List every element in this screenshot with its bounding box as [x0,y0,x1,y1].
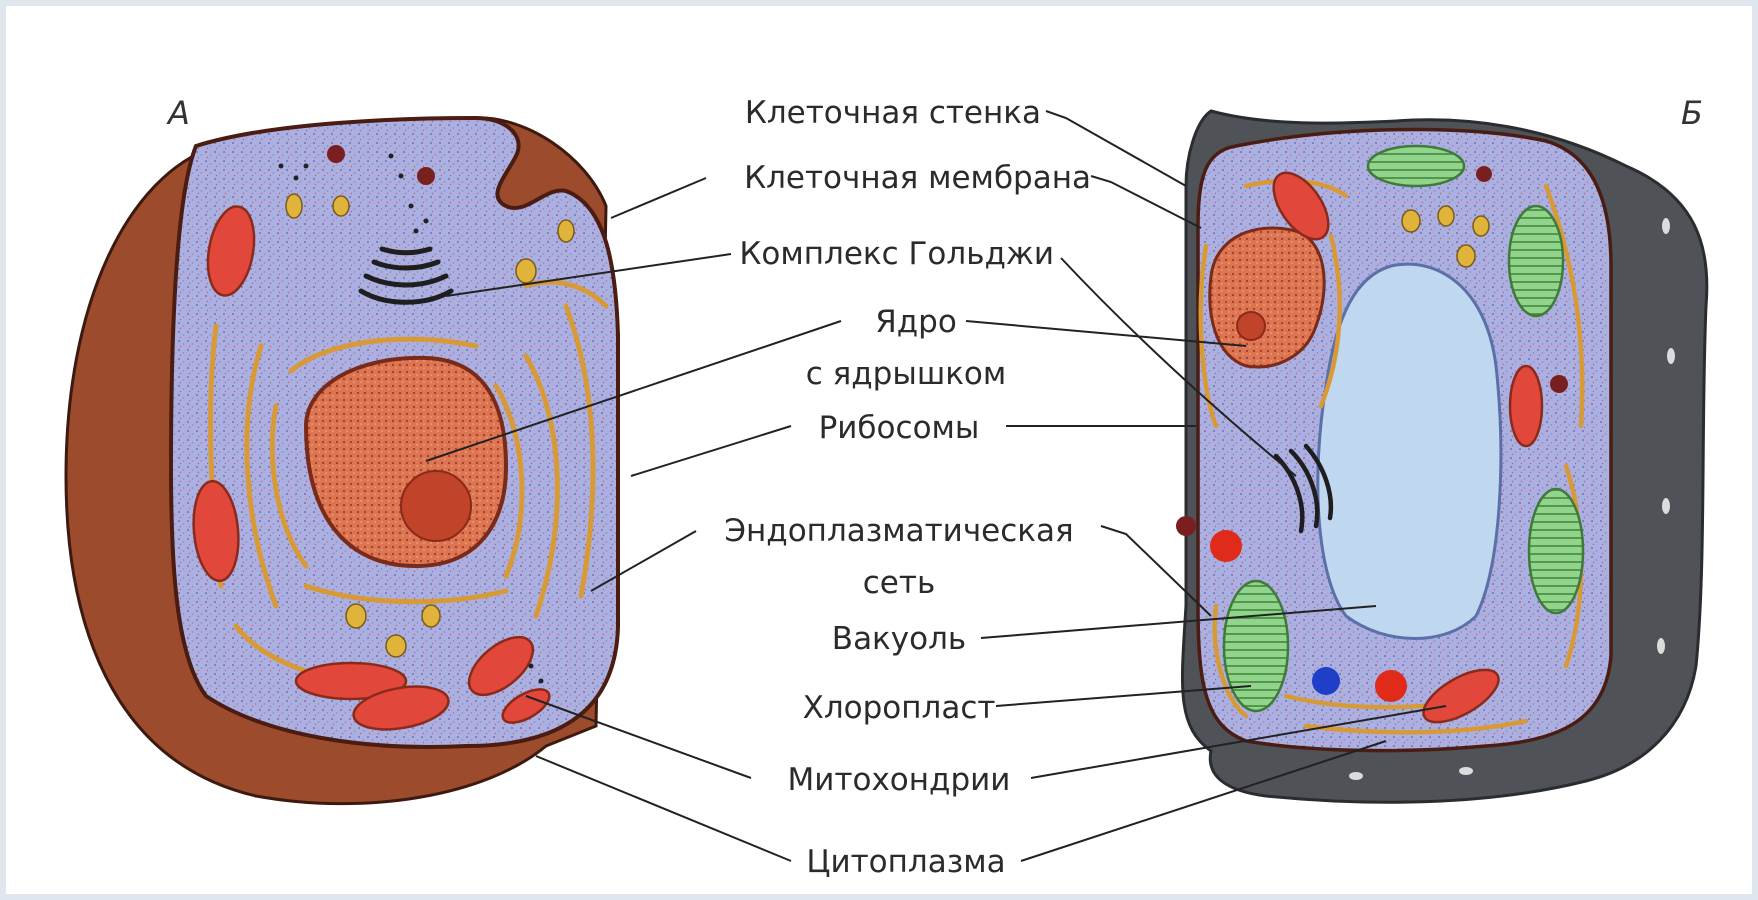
label-chloroplast: Хлоропласт [803,690,996,726]
plant-vacuole [1318,264,1501,638]
label-er-line2: сеть [863,565,935,601]
leader-cell-membrane-animal [611,178,706,218]
cell-diagram: А Б Клеточная стенка Клеточная мембрана … [6,6,1752,894]
label-cell-wall: Клеточная стенка [745,95,1041,131]
label-cytoplasm: Цитоплазма [806,844,1005,880]
panel-letter-animal: А [166,94,190,132]
panel-letter-plant: Б [1681,94,1703,132]
label-cell-membrane: Клеточная мембрана [744,160,1091,196]
animal-cell [66,118,618,804]
label-nucleus-line2: с ядрышком [806,356,1007,392]
label-vacuole: Вакуоль [832,621,966,657]
label-er-line1: Эндоплазматическая [724,513,1073,549]
leader-ribosomes-animal [631,426,791,476]
plant-nucleolus [1237,312,1265,340]
diagram-frame: А Б Клеточная стенка Клеточная мембрана … [6,6,1752,894]
plant-cell [1176,111,1707,802]
label-golgi: Комплекс Гольджи [739,236,1054,272]
label-ribosomes: Рибосомы [819,410,980,446]
leader-cytoplasm-animal [536,756,791,861]
label-mitochondria: Митохондрии [788,762,1011,798]
animal-nucleolus [401,471,471,541]
label-nucleus-line1: Ядро [875,304,957,340]
